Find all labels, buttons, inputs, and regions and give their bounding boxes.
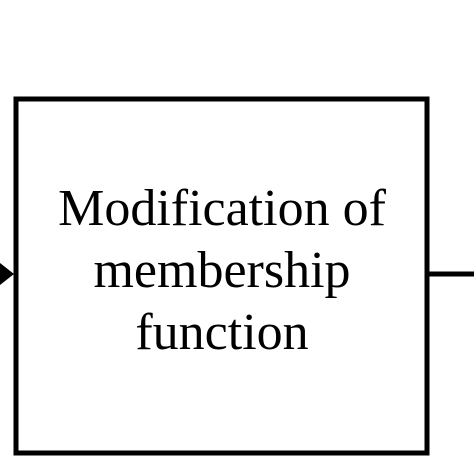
modification-block — [13, 96, 430, 456]
block-label-line-3: function — [135, 304, 309, 361]
input-arrow-head — [0, 263, 14, 285]
block-label: Modification of membership function — [20, 100, 424, 448]
block-label-line-1: Modification of — [58, 180, 386, 237]
block-label-line-2: membership — [93, 242, 351, 299]
